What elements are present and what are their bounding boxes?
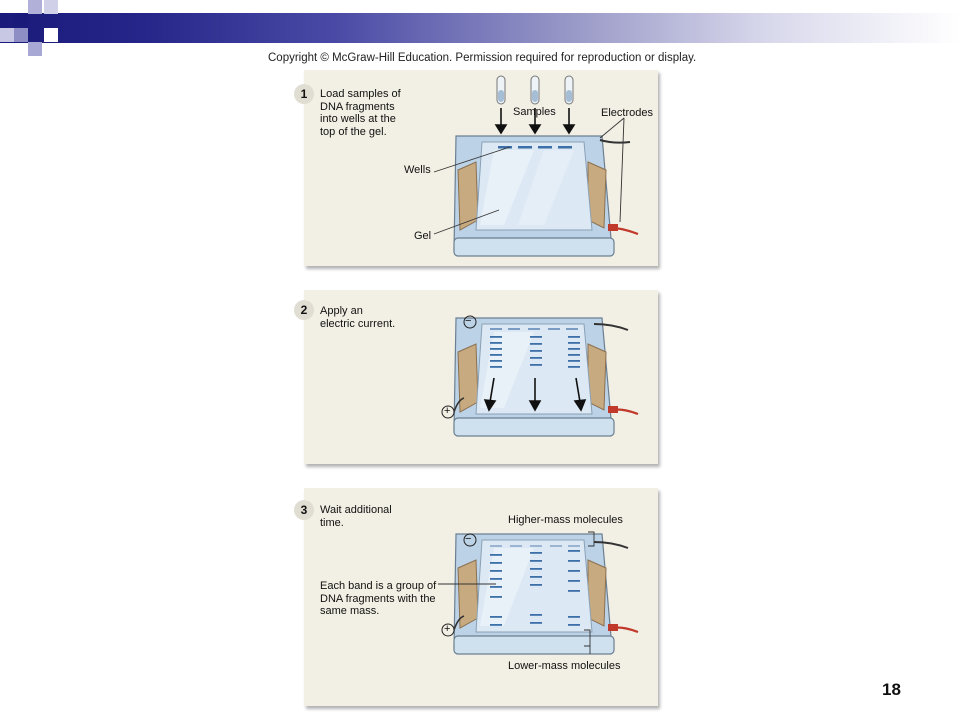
header-square-light	[44, 28, 58, 42]
header-square-light	[28, 0, 42, 14]
negative-sign: −	[465, 533, 472, 545]
step-number-badge: 1	[294, 84, 314, 104]
label-wells: Wells	[404, 164, 431, 176]
panel-step-1: 1 Load samples of DNA fragments into wel…	[294, 70, 658, 266]
negative-sign: −	[465, 315, 472, 327]
header-square-light	[14, 28, 28, 42]
label-lower-mass: Lower-mass molecules	[508, 660, 621, 672]
label-band-description: Each band is a group of DNA fragments wi…	[320, 580, 437, 617]
copyright-notice: Copyright © McGraw-Hill Education. Permi…	[268, 52, 697, 64]
panel-step-3: 3 Wait additional time. Higher-mass mole…	[294, 488, 658, 706]
header-square-light	[0, 28, 14, 42]
page-number: 18	[882, 680, 901, 699]
step-instruction: Apply an electric current.	[320, 305, 396, 330]
test-tube-icon	[564, 75, 574, 105]
positive-sign: +	[444, 623, 451, 635]
label-gel: Gel	[414, 230, 432, 242]
gel-apparatus-illustration	[438, 531, 639, 655]
label-samples: Samples	[513, 106, 556, 118]
header-square-light	[28, 42, 42, 56]
gel-apparatus-illustration	[433, 75, 639, 257]
test-tube-icon	[530, 75, 540, 105]
panel-step-2: 2 Apply an electric current. − +	[294, 290, 658, 464]
header-square-dark	[14, 13, 28, 27]
label-higher-mass: Higher-mass molecules	[508, 514, 623, 526]
header-gradient-bar	[0, 13, 960, 43]
label-electrodes: Electrodes	[601, 107, 653, 119]
step-number-badge: 2	[294, 300, 314, 320]
step-instruction: Load samples of DNA fragments into wells…	[320, 88, 401, 138]
gel-apparatus-illustration	[441, 315, 639, 437]
negative-electrode-icon	[463, 315, 477, 329]
positive-sign: +	[444, 405, 451, 417]
test-tube-icon	[496, 75, 506, 105]
header-square-light	[44, 0, 58, 14]
step-number-badge: 3	[294, 500, 314, 520]
step-instruction: Wait additional time.	[320, 504, 392, 529]
negative-electrode-icon	[463, 533, 477, 547]
